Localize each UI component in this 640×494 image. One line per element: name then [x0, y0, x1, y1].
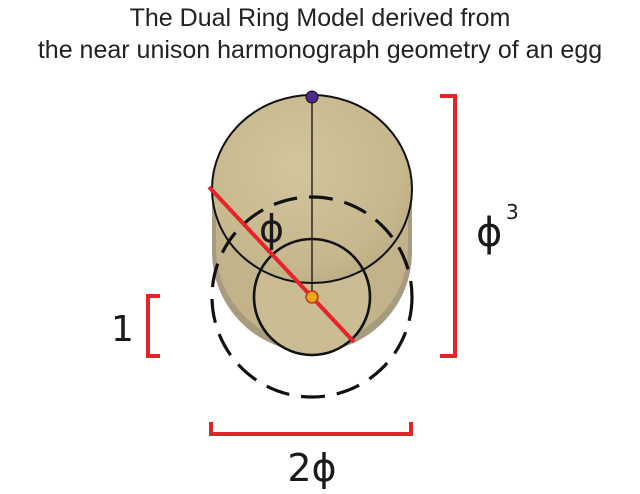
title-line-1: The Dual Ring Model derived from	[129, 4, 511, 32]
unit-label: 1	[111, 309, 134, 350]
top-dot	[305, 90, 319, 104]
unit-bracket	[146, 294, 160, 358]
center-dot	[305, 290, 319, 304]
phi-cubed-bracket	[440, 94, 457, 358]
two-phi-bracket	[209, 422, 413, 436]
diagonal-red-line	[207, 185, 356, 344]
title-line-2: the near unison harmonograph geometry of…	[37, 36, 603, 64]
two-phi-label: 2ϕ	[287, 446, 336, 490]
phi-cubed-base-label: ϕ	[476, 210, 502, 256]
phi-cubed-exponent-label: 3	[506, 200, 519, 224]
phi-label: ϕ	[259, 207, 284, 251]
